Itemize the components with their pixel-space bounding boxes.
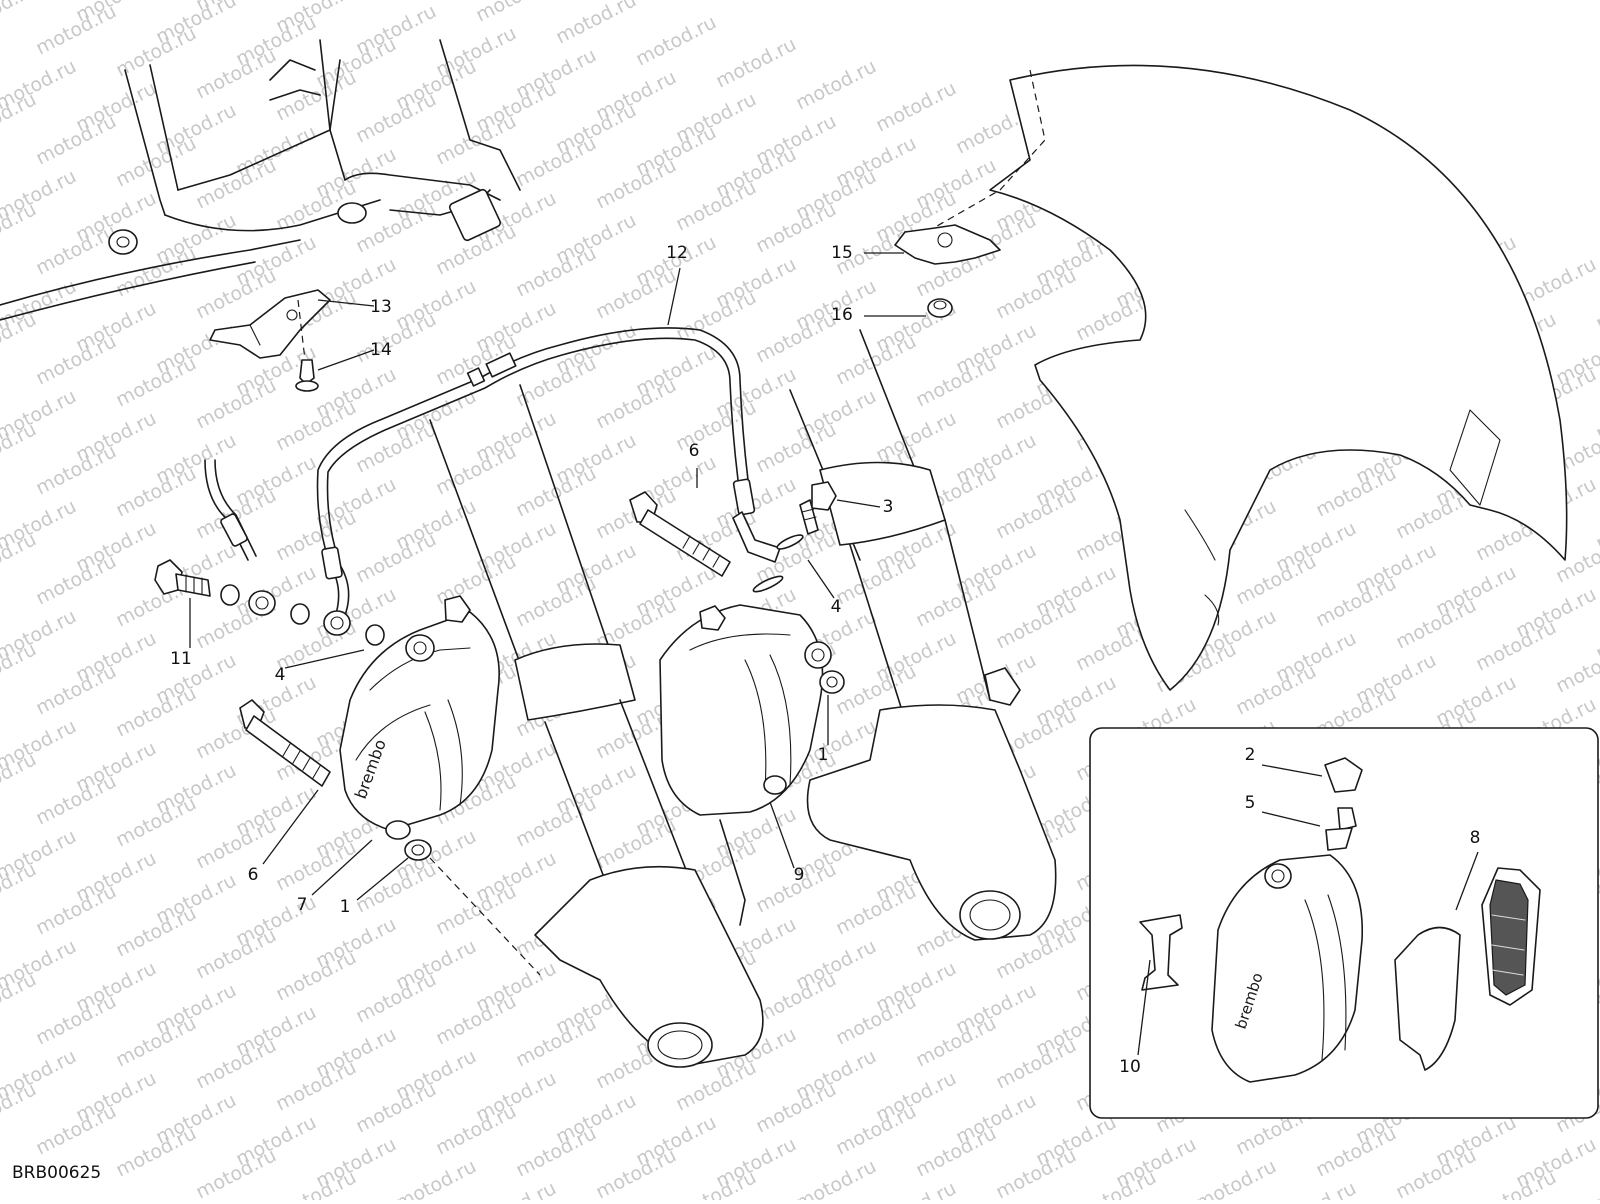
watermark-text: motod.ru xyxy=(1592,275,1600,334)
callout-number-c4a: 4 xyxy=(275,665,286,685)
caliper-bolt-6-left xyxy=(239,699,331,787)
callout-number-c14: 14 xyxy=(370,340,392,360)
sealing-washers-4-right xyxy=(752,534,804,593)
fork-leg-right xyxy=(789,329,1057,941)
callout-leader-c7 xyxy=(311,839,373,896)
watermark-text: motod.ru xyxy=(632,11,720,70)
watermark-text: motod.ru xyxy=(552,0,640,48)
watermark-text: motod.ru xyxy=(1192,1155,1280,1200)
callout-number-c4b: 4 xyxy=(831,597,842,617)
bleed-cap-2 xyxy=(1324,757,1363,793)
callout-leader-c9 xyxy=(769,801,795,869)
callout-leader-c5 xyxy=(1261,811,1321,827)
callout-number-c9: 9 xyxy=(794,865,805,885)
callout-number-c3: 3 xyxy=(883,497,894,517)
washer-1-right xyxy=(819,670,845,694)
watermark-text: motod.ru xyxy=(472,0,560,26)
hose-bracket-13 xyxy=(209,289,331,359)
callout-number-c6a: 6 xyxy=(248,865,259,885)
callout-number-c6b: 6 xyxy=(689,441,700,461)
hose-stub-left xyxy=(204,459,257,561)
callout-leader-c14 xyxy=(317,349,375,371)
callout-leader-c4a xyxy=(284,649,365,669)
banjo-bolt-3 xyxy=(799,481,837,535)
watermark-text: motod.ru xyxy=(1592,1155,1600,1200)
nut-16 xyxy=(927,298,953,318)
brake-caliper-9 xyxy=(659,604,832,816)
brake-caliper-7: brembo xyxy=(339,595,500,840)
drawing-code: BRB00625 xyxy=(12,1163,101,1183)
callout-number-c11: 11 xyxy=(170,649,192,669)
brake-caliper-detail: brembo xyxy=(1211,854,1364,1083)
callout-number-c12: 12 xyxy=(666,243,688,263)
watermark-text: motod.ru xyxy=(392,1155,480,1200)
callout-number-c7: 7 xyxy=(297,895,308,915)
callout-number-c5: 5 xyxy=(1245,793,1256,813)
screw-14 xyxy=(295,299,319,392)
watermark-text: motod.ru xyxy=(872,1177,960,1200)
callout-leader-c8 xyxy=(1455,851,1479,911)
callout-number-c8: 8 xyxy=(1470,828,1481,848)
callout-leader-c2 xyxy=(1261,764,1323,777)
callout-leader-c4b xyxy=(807,559,835,599)
sealing-washers-4 xyxy=(220,584,385,646)
fork-leg-left xyxy=(429,384,764,1068)
callout-leader-c6a xyxy=(262,789,319,865)
brake-pads-8 xyxy=(1394,867,1541,1071)
banjo-bolt-11 xyxy=(154,559,211,597)
front-mudguard xyxy=(929,64,1568,691)
callout-number-c15: 15 xyxy=(831,243,853,263)
callout-leader-c10 xyxy=(1137,959,1151,1056)
callout-leader-c12 xyxy=(667,267,681,326)
callout-number-c10: 10 xyxy=(1119,1057,1141,1077)
watermark-text: motod.ru xyxy=(792,55,880,114)
callout-number-c16: 16 xyxy=(831,305,853,325)
watermark-text: motod.ru xyxy=(712,33,800,92)
callout-number-c1b: 1 xyxy=(818,745,829,765)
callout-leader-c13 xyxy=(317,299,375,307)
callout-leader-c3 xyxy=(836,499,881,508)
mudguard-bracket-15 xyxy=(894,224,1001,265)
washer-1-left xyxy=(404,839,541,976)
brake-hose-12 xyxy=(316,327,781,621)
watermark-text: motod.ru xyxy=(872,77,960,136)
watermark-text: motod.ru xyxy=(472,1177,560,1200)
caliper-bolt-6-right xyxy=(629,491,731,577)
callout-number-c2: 2 xyxy=(1245,745,1256,765)
callout-number-c1a: 1 xyxy=(340,897,351,917)
frame-headstock xyxy=(0,39,521,321)
watermark-text: motod.ru xyxy=(392,0,480,4)
detail-inset-box: brembo xyxy=(1089,727,1599,1119)
callout-leader-c1a xyxy=(356,857,409,901)
pad-spring-10 xyxy=(1139,914,1183,991)
watermark-text: motod.ru xyxy=(0,0,40,37)
watermark-text: motod.ru xyxy=(1272,1177,1360,1200)
callout-number-c13: 13 xyxy=(370,297,392,317)
bleed-screw-5 xyxy=(1325,807,1357,851)
watermark-text: motod.ru xyxy=(792,1155,880,1200)
